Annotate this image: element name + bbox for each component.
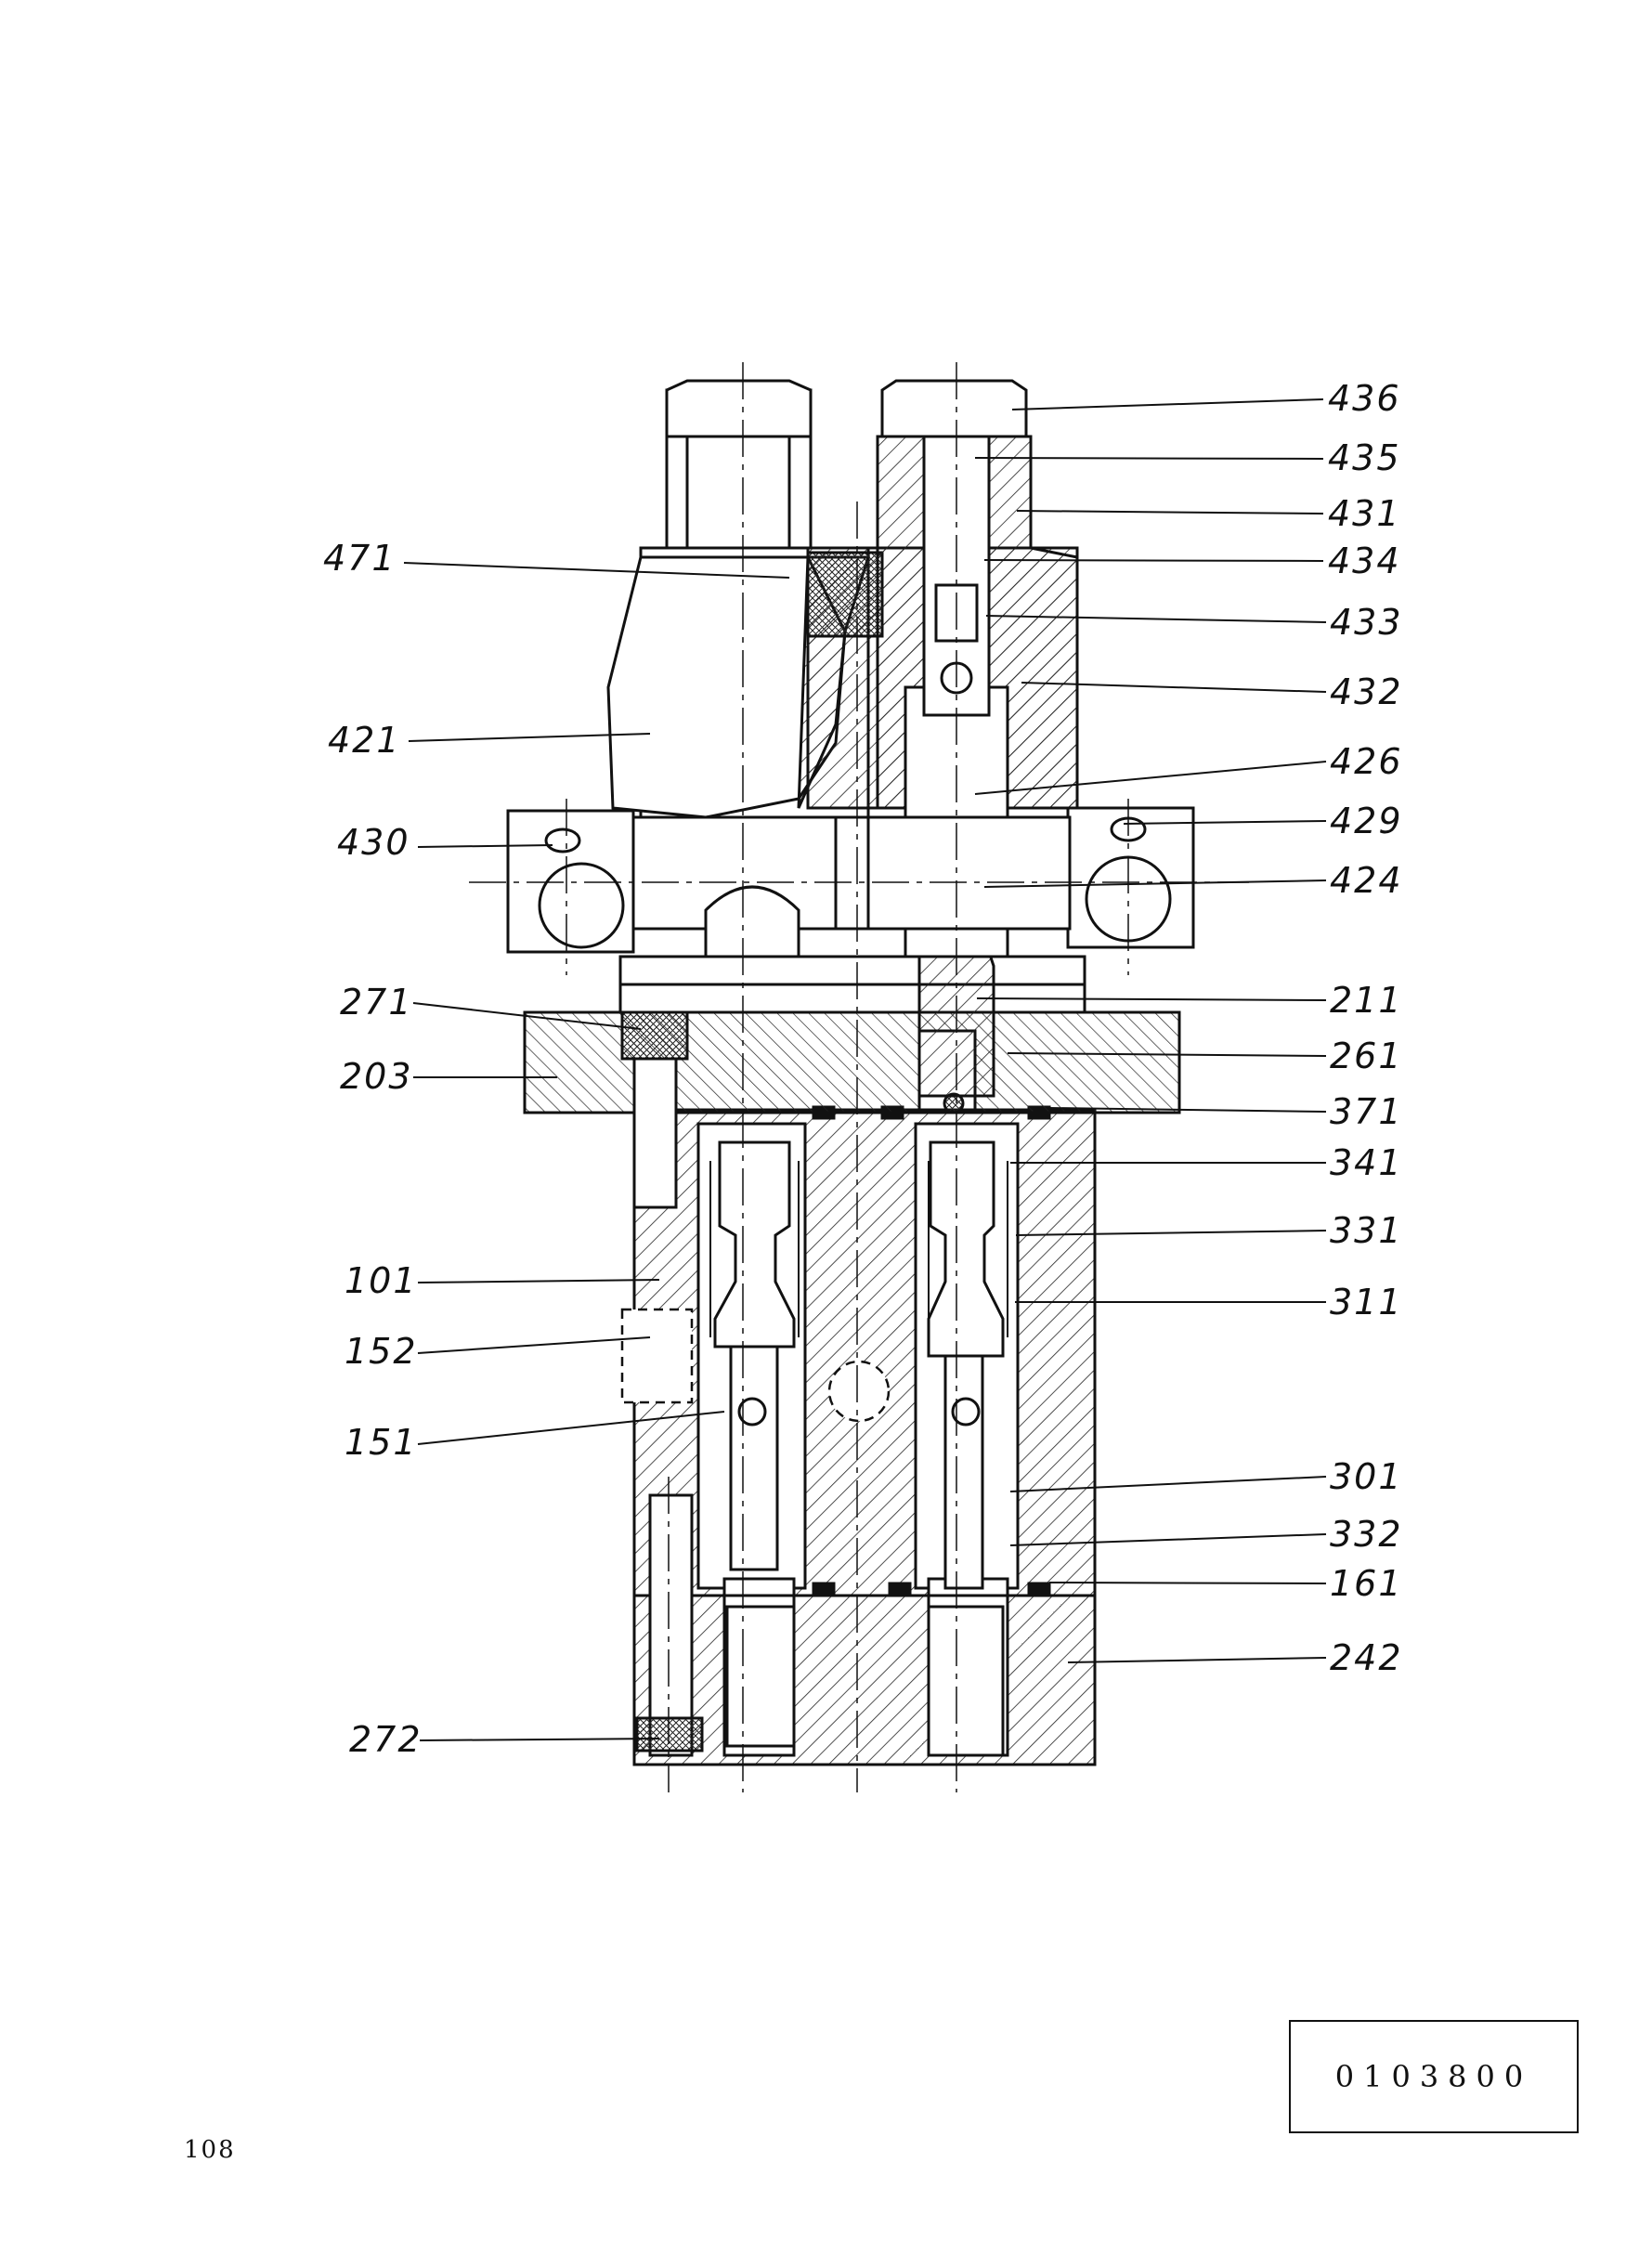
callout-label: 426 [1330,741,1403,782]
callout-label: 242 [1330,1637,1403,1678]
valve-assembly [506,379,1195,1766]
callout-label: 421 [328,720,401,761]
callout-label: 434 [1328,541,1401,581]
document-code-box: 0103800 [1289,2020,1579,2133]
callout-label: 272 [349,1719,423,1760]
callout-label: 152 [345,1331,418,1372]
callout-label: 161 [1330,1563,1403,1604]
callout-label: 151 [345,1422,418,1463]
callout-label: 371 [1330,1091,1403,1132]
callout-label: 332 [1330,1514,1403,1555]
callout-label: 271 [340,982,413,1023]
callout-label: 436 [1328,378,1401,419]
callout-label: 424 [1330,860,1403,901]
callout-label: 433 [1330,602,1403,643]
callout-label: 261 [1330,1036,1403,1076]
document-code: 0103800 [1334,2059,1533,2094]
callout-label: 211 [1330,980,1403,1021]
left-callouts: 471 421 430 271 203 101 152 151 272 [323,538,423,1760]
center-lines [469,362,1249,1792]
right-callouts: 436 435 431 434 433 432 426 429 424 211 … [1328,378,1403,1678]
leader-lines [403,398,1327,1741]
bolt-272 [648,1493,694,1757]
page-number: 108 [184,2136,236,2164]
callout-label: 430 [337,822,410,863]
callout-label: 471 [323,538,397,579]
callout-label: 301 [1330,1456,1403,1497]
callout-label: 331 [1330,1210,1403,1251]
callout-label: 203 [340,1056,413,1097]
callout-label: 431 [1328,493,1401,534]
callout-label: 341 [1330,1142,1403,1183]
callout-label: 429 [1330,801,1403,841]
callout-label: 435 [1328,437,1401,478]
callout-label: 311 [1330,1282,1403,1322]
callout-label: 101 [345,1260,418,1301]
callout-label: 432 [1330,671,1403,712]
